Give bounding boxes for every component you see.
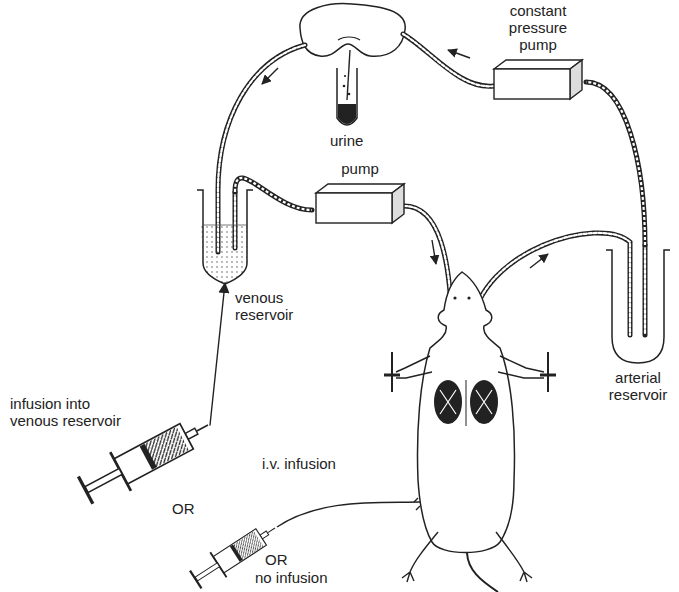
apparatus-part: infusion into venous reservoir xyxy=(10,395,210,510)
annotation-label: no infusion xyxy=(255,569,328,586)
part-label: constant pressure pump xyxy=(502,2,574,53)
kidney xyxy=(300,4,405,57)
annotation-label: OR xyxy=(265,551,288,568)
part-label: infusion into venous reservoir xyxy=(10,395,140,429)
part-label: arterial reservoir xyxy=(600,369,676,403)
apparatus-part: arterial reservoir xyxy=(600,245,676,403)
rat xyxy=(384,272,556,592)
part-label-group: infusion into venous reservoir xyxy=(10,395,140,429)
tubing-connector xyxy=(586,82,645,245)
part-label-group: arterial reservoir xyxy=(600,369,676,403)
part-label-group: venous reservoir xyxy=(195,289,307,323)
annotation-label: OR xyxy=(172,500,195,517)
kidney-hilum xyxy=(338,37,360,40)
part-label: venous reservoir xyxy=(235,289,307,323)
tubing-bore xyxy=(586,82,645,245)
urine-drops xyxy=(343,75,351,95)
arterial-reservoir-vessel xyxy=(600,245,676,367)
venous-reservoir-vessel xyxy=(195,185,255,287)
apparatus-part: venous reservoir xyxy=(195,185,307,323)
pump-box xyxy=(490,57,586,102)
annotation-label: i.v. infusion xyxy=(262,455,336,472)
apparatus-part: constant pressure pump xyxy=(490,2,586,102)
part-label-group: pump xyxy=(312,160,408,177)
part-label: pump xyxy=(312,160,408,177)
pump-box xyxy=(312,181,408,226)
infusion-line xyxy=(210,283,225,425)
apparatus-part: pump xyxy=(312,160,408,226)
urine-fill xyxy=(338,104,356,124)
annotation-label: urine xyxy=(330,132,363,149)
iv-line xyxy=(277,502,420,527)
tubing xyxy=(218,34,645,335)
part-label-group: constant pressure pump xyxy=(502,2,574,53)
